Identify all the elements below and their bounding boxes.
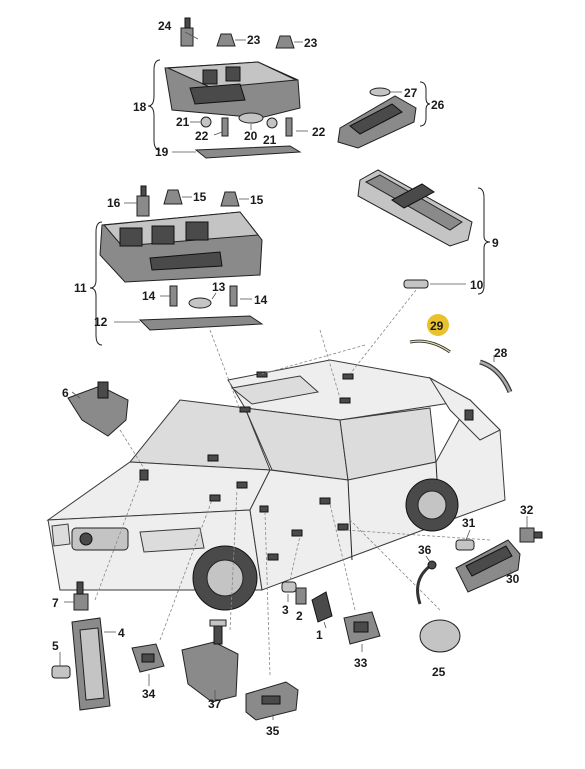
label-11: 11 bbox=[74, 281, 87, 295]
label-29: 29 bbox=[430, 319, 444, 333]
label-37: 37 bbox=[208, 697, 222, 711]
label-22-left: 22 bbox=[195, 129, 209, 143]
part-22-screw-left bbox=[221, 117, 229, 137]
part-4-side-light bbox=[71, 617, 111, 711]
label-23-left: 23 bbox=[247, 33, 261, 47]
part-5-bulb bbox=[51, 665, 71, 679]
label-7: 7 bbox=[52, 596, 59, 610]
label-26: 26 bbox=[431, 98, 445, 112]
part-14-screw-right bbox=[229, 285, 238, 307]
label-9: 9 bbox=[492, 236, 499, 250]
part-12-trim-strip bbox=[138, 315, 264, 331]
label-33: 33 bbox=[354, 656, 368, 670]
car-body bbox=[46, 359, 506, 611]
part-6-holder bbox=[67, 381, 129, 437]
part-21-bulb-left bbox=[200, 116, 212, 128]
label-25: 25 bbox=[432, 665, 446, 679]
label-35: 35 bbox=[266, 724, 280, 738]
part-30-lamp bbox=[455, 539, 521, 593]
label-27: 27 bbox=[404, 86, 418, 100]
label-1: 1 bbox=[316, 628, 323, 642]
part-25-cap bbox=[419, 619, 461, 653]
label-14-right: 14 bbox=[254, 293, 268, 307]
highlight-29 bbox=[427, 314, 449, 336]
part-3-bulb bbox=[281, 581, 297, 593]
label-14-left: 14 bbox=[142, 289, 156, 303]
bracket-11 bbox=[89, 221, 103, 346]
part-14-screw-left bbox=[169, 285, 178, 307]
part-23-clip-right bbox=[275, 35, 295, 49]
label-18: 18 bbox=[133, 100, 147, 114]
label-6: 6 bbox=[62, 386, 69, 400]
part-2-socket bbox=[295, 587, 307, 605]
part-21-bulb-right bbox=[266, 117, 278, 129]
part-33-switch bbox=[343, 611, 381, 645]
label-30: 30 bbox=[506, 572, 520, 586]
part-11-roof-module bbox=[99, 211, 263, 283]
part-32-connector bbox=[519, 527, 543, 543]
part-10-bulb bbox=[403, 279, 429, 289]
label-34: 34 bbox=[142, 687, 156, 701]
part-31-bulb bbox=[455, 539, 475, 551]
label-21-right: 21 bbox=[263, 133, 277, 147]
label-10: 10 bbox=[470, 278, 484, 292]
part-28-trim bbox=[479, 359, 513, 394]
part-24-connector bbox=[180, 17, 194, 47]
part-29-seal bbox=[409, 339, 451, 354]
part-18-roof-console bbox=[164, 61, 301, 119]
part-34-switch bbox=[131, 643, 165, 673]
bracket-9 bbox=[477, 187, 491, 295]
label-2: 2 bbox=[296, 609, 303, 623]
bracket-26 bbox=[419, 81, 431, 127]
part-19-trim-strip bbox=[194, 145, 302, 159]
label-13: 13 bbox=[212, 280, 226, 294]
part-15-clip-left bbox=[163, 189, 183, 205]
part-37-bracket bbox=[181, 619, 239, 703]
label-23-right: 23 bbox=[304, 36, 318, 50]
part-15-clip-right bbox=[220, 191, 240, 207]
part-9-mirror-light bbox=[357, 169, 473, 247]
label-21-left: 21 bbox=[176, 115, 190, 129]
part-36-wire bbox=[416, 560, 437, 605]
label-32: 32 bbox=[520, 503, 534, 517]
bracket-18 bbox=[147, 59, 161, 151]
label-36: 36 bbox=[418, 543, 432, 557]
label-20: 20 bbox=[244, 129, 258, 143]
label-28: 28 bbox=[494, 346, 508, 360]
part-26-light-unit bbox=[337, 95, 417, 149]
label-31: 31 bbox=[462, 516, 476, 530]
part-16-connector bbox=[136, 185, 150, 217]
part-35-light bbox=[245, 681, 299, 721]
part-20-lens bbox=[238, 112, 264, 124]
label-4: 4 bbox=[118, 626, 125, 640]
label-15-left: 15 bbox=[193, 190, 207, 204]
label-5: 5 bbox=[52, 639, 59, 653]
leader-lines bbox=[94, 289, 491, 676]
part-13-bulb bbox=[188, 297, 212, 309]
label-19: 19 bbox=[155, 145, 169, 159]
label-15-right: 15 bbox=[250, 193, 264, 207]
label-16: 16 bbox=[107, 196, 121, 210]
label-24: 24 bbox=[158, 19, 172, 33]
part-23-clip-left bbox=[216, 33, 236, 47]
part-1-lamp bbox=[311, 591, 333, 623]
part-22-screw-right bbox=[285, 117, 293, 137]
label-22-right: 22 bbox=[312, 125, 326, 139]
label-12: 12 bbox=[94, 315, 108, 329]
part-27-bulb bbox=[369, 87, 391, 97]
label-3: 3 bbox=[282, 603, 289, 617]
